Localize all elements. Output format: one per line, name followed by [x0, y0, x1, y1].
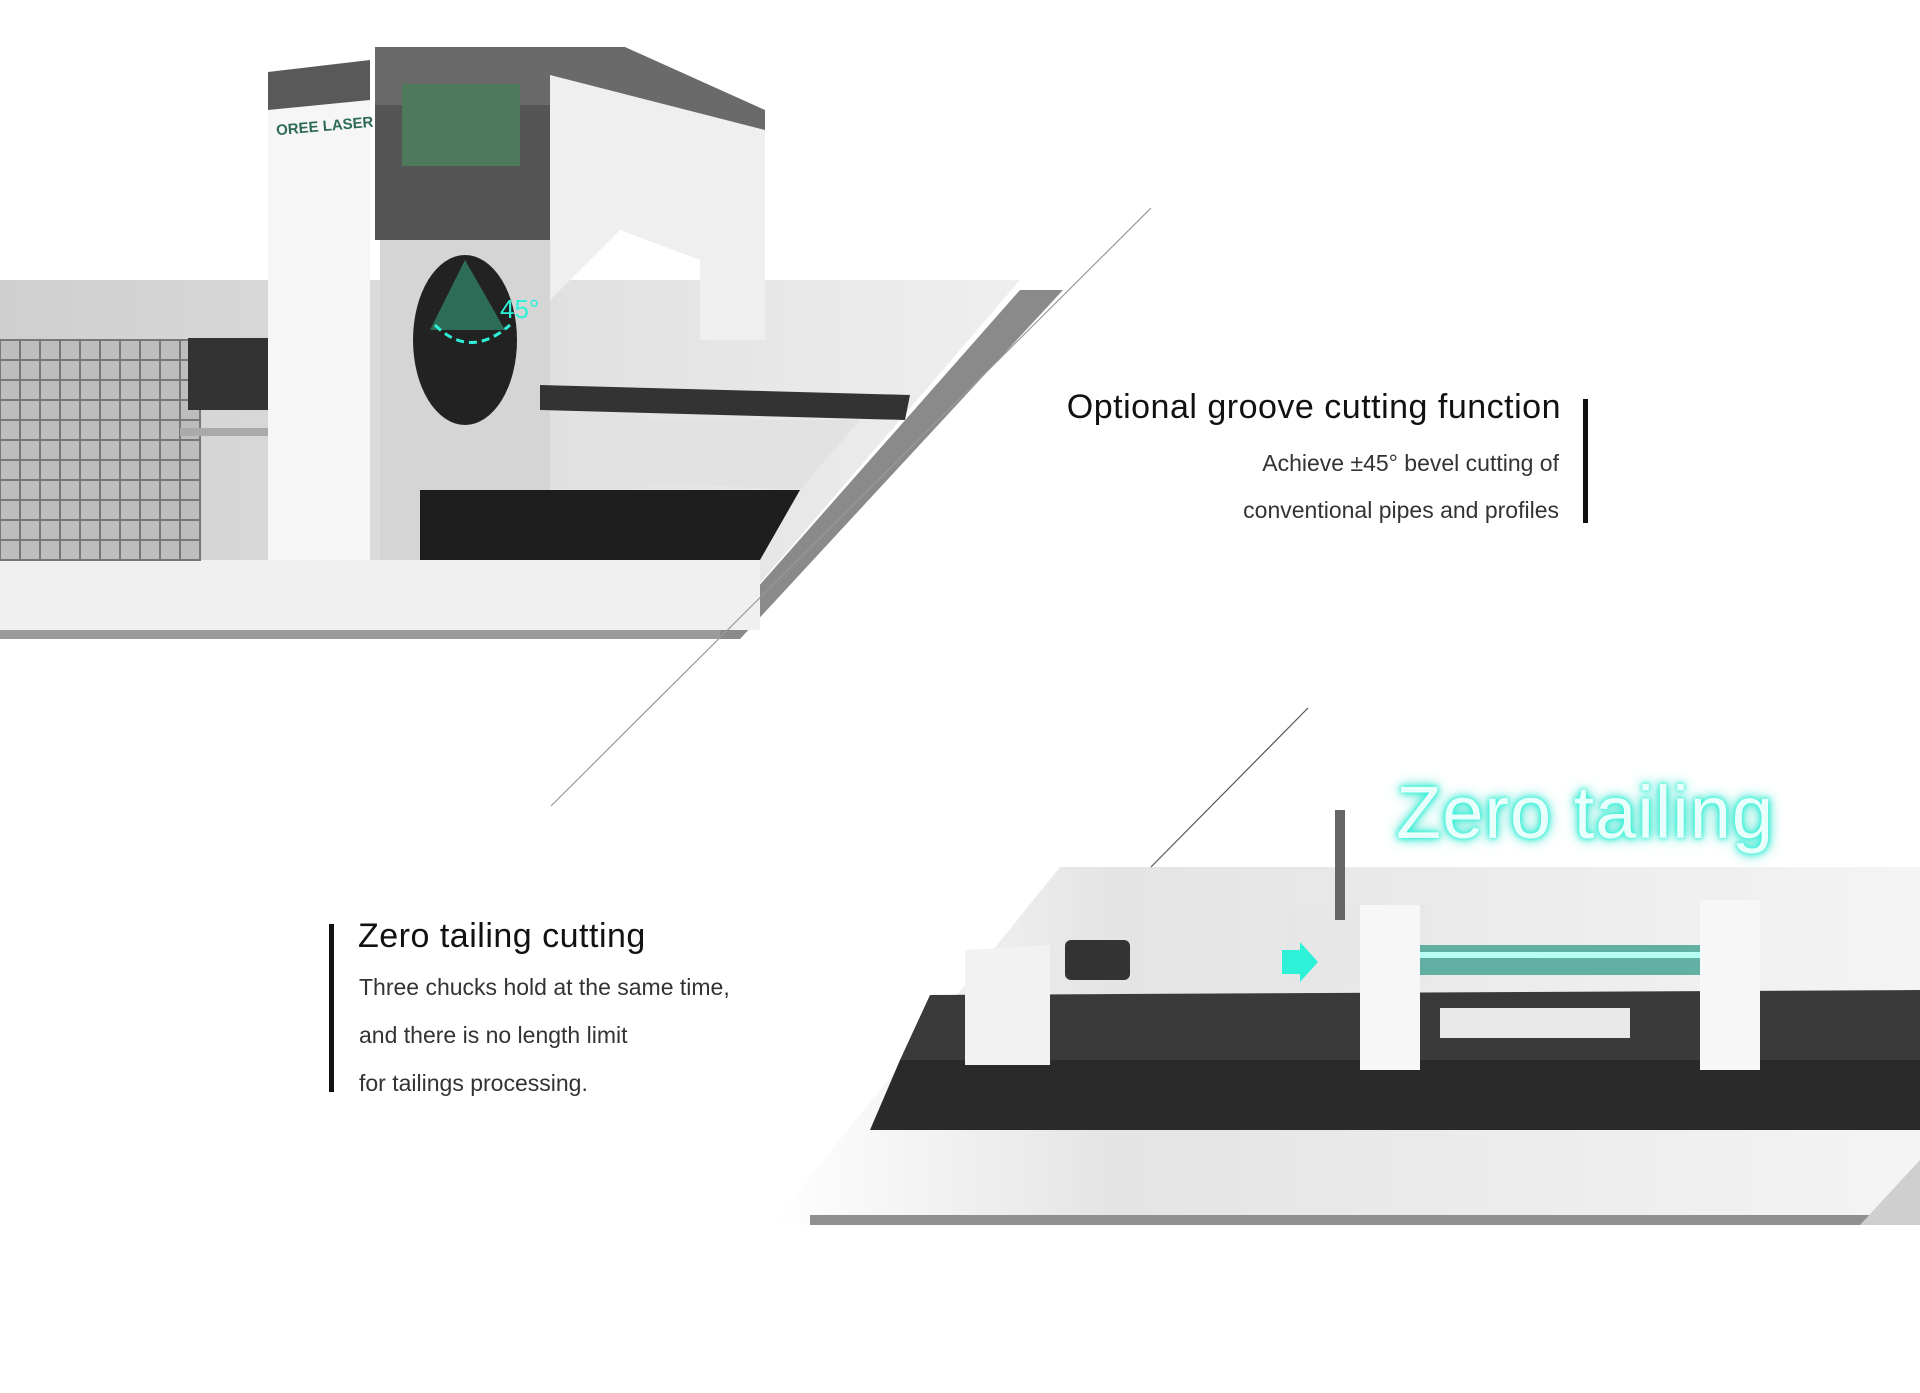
angle-label: 45° [500, 294, 540, 324]
tailing-feature-accent-bar [329, 924, 334, 1092]
groove-feature-accent-bar [1583, 399, 1588, 523]
zero-tailing-overlay-label: Zero tailing [1396, 771, 1775, 854]
tailing-feature-line-1: Three chucks hold at the same time, [359, 974, 730, 1000]
tailing-feature-line-3: for tailings processing. [359, 1070, 588, 1096]
tailing-feature-title: Zero tailing cutting [358, 917, 646, 955]
groove-feature-title: Optional groove cutting function [1066, 388, 1561, 426]
tailing-feature-line-2: and there is no length limit [359, 1022, 628, 1048]
groove-feature-line-1: Achieve ±45° bevel cutting of [1262, 450, 1559, 476]
groove-feature-line-2: conventional pipes and profiles [1243, 497, 1559, 523]
